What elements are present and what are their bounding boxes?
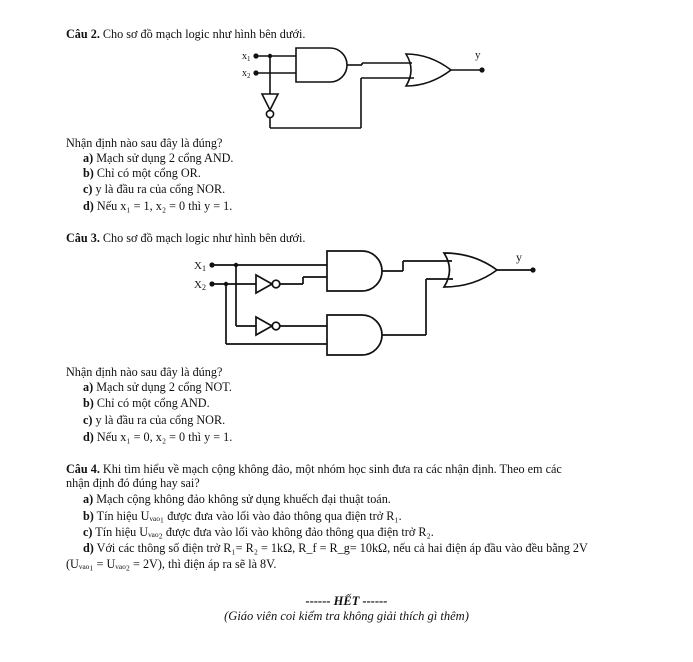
q3-and-gate-2 xyxy=(326,314,383,356)
q4-stem-line2: nhận định đó đúng hay sai? xyxy=(66,476,200,490)
q3-y-terminal xyxy=(530,267,536,273)
end-marker: ------ HẾT ------ xyxy=(305,594,388,608)
q3-x1-label: X1 xyxy=(194,260,206,273)
q2-or-gate xyxy=(404,53,453,87)
footer-note: (Giáo viên coi kiểm tra không giải thích… xyxy=(224,609,469,623)
q2-logic-diagram: x1 x2 y xyxy=(242,47,485,129)
q3-stem: Câu 3. Cho sơ đồ mạch logic như hình bên… xyxy=(66,231,305,245)
q2-x2-label: x2 xyxy=(242,68,251,80)
q4-option-b: b) Tín hiệu Uᵥₐₒ₁ được đưa vào lối vào đ… xyxy=(83,509,402,523)
q3-option-c: c) y là đầu ra của cổng NOR. xyxy=(83,413,226,427)
q4-option-d-line2: (Uᵥₐₒ₁ = Uᵥₐₒ₂ = 2V), thì điện áp ra sẽ … xyxy=(66,557,277,571)
q3-not-gate-2 xyxy=(255,315,274,337)
q3-y-label: y xyxy=(516,250,522,264)
q4-option-c: c) Tín hiệu Uᵥₐₒ₂ được đưa vào lối vào k… xyxy=(83,525,434,539)
q2-and-gate xyxy=(295,47,348,83)
q3-and-gate-1 xyxy=(326,250,383,292)
q3-number: Câu 3. xyxy=(66,231,100,245)
q3-x2-terminal xyxy=(209,281,215,287)
q3-prompt: Nhận định nào sau đây là đúng? xyxy=(66,365,223,379)
q2-x2-terminal xyxy=(253,70,259,76)
q3-junction-1 xyxy=(233,262,239,268)
q2-y-terminal xyxy=(479,67,485,73)
q3-logic-diagram: X1 X2 y xyxy=(194,250,536,356)
q4-stem-line1: Câu 4. Khi tìm hiểu về mạch cộng không đ… xyxy=(66,462,562,476)
q3-option-a: a) Mạch sử dụng 2 cổng NOT. xyxy=(83,380,232,394)
q4-option-d: d) Với các thông số điện trở R₁= R₂ = 1k… xyxy=(83,541,588,555)
q2-x1-terminal xyxy=(253,53,259,59)
q2-option-c: c) y là đầu ra của cổng NOR. xyxy=(83,182,226,196)
q3-stem-text: Cho sơ đồ mạch logic như hình bên dưới. xyxy=(102,231,306,245)
q3-or-gate xyxy=(442,252,499,288)
q3-x1-terminal xyxy=(209,262,215,268)
q3-not-gate-1 xyxy=(255,273,274,295)
q2-stem-text: Cho sơ đồ mạch logic như hình bên dưới. xyxy=(102,27,306,41)
q3-junction-2 xyxy=(223,281,229,287)
q2-not-gate xyxy=(260,93,280,112)
q2-option-d: d) Nếu x₁ = 1, x₂ = 0 thì y = 1. xyxy=(83,199,233,213)
q2-y-label: y xyxy=(475,49,481,61)
q2-prompt: Nhận định nào sau đây là đúng? xyxy=(66,136,223,150)
q2-stem: Câu 2. Cho sơ đồ mạch logic như hình bên… xyxy=(66,27,305,41)
q2-option-a: a) Mạch sử dụng 2 cổng AND. xyxy=(83,151,234,165)
q2-option-b: b) Chỉ có một cổng OR. xyxy=(83,166,201,180)
q4-number: Câu 4. xyxy=(66,462,100,476)
q3-option-b: b) Chỉ có một cổng AND. xyxy=(83,396,210,410)
q2-number: Câu 2. xyxy=(66,27,100,41)
q4-option-a: a) Mạch cộng không đảo không sử dụng khu… xyxy=(83,492,391,506)
q3-x2-label: X2 xyxy=(194,279,206,292)
q2-junction xyxy=(267,53,273,59)
q2-x1-label: x1 xyxy=(242,51,251,63)
q3-option-d: d) Nếu x₁ = 0, x₂ = 0 thì y = 1. xyxy=(83,430,233,444)
